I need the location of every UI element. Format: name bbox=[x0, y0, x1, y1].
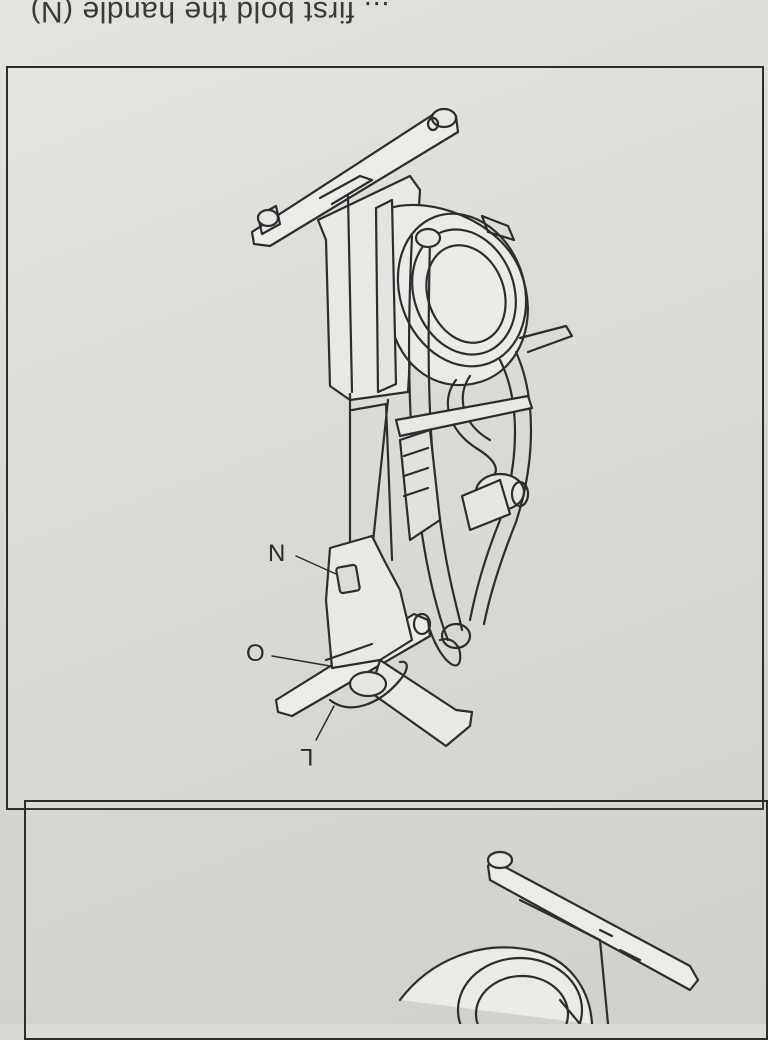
front-stabilizer-bar bbox=[250, 107, 460, 248]
callout-label-n: N bbox=[268, 540, 286, 567]
callout-label-l: L bbox=[300, 743, 314, 770]
callout-leaders bbox=[271, 555, 337, 741]
figure-panel-next bbox=[24, 800, 768, 1040]
callout-label-o: O bbox=[246, 640, 265, 667]
seat bbox=[394, 394, 534, 542]
next-step-illustration bbox=[398, 850, 700, 1024]
flywheel bbox=[374, 198, 529, 394]
rear-stabilizer-bar bbox=[274, 534, 474, 748]
